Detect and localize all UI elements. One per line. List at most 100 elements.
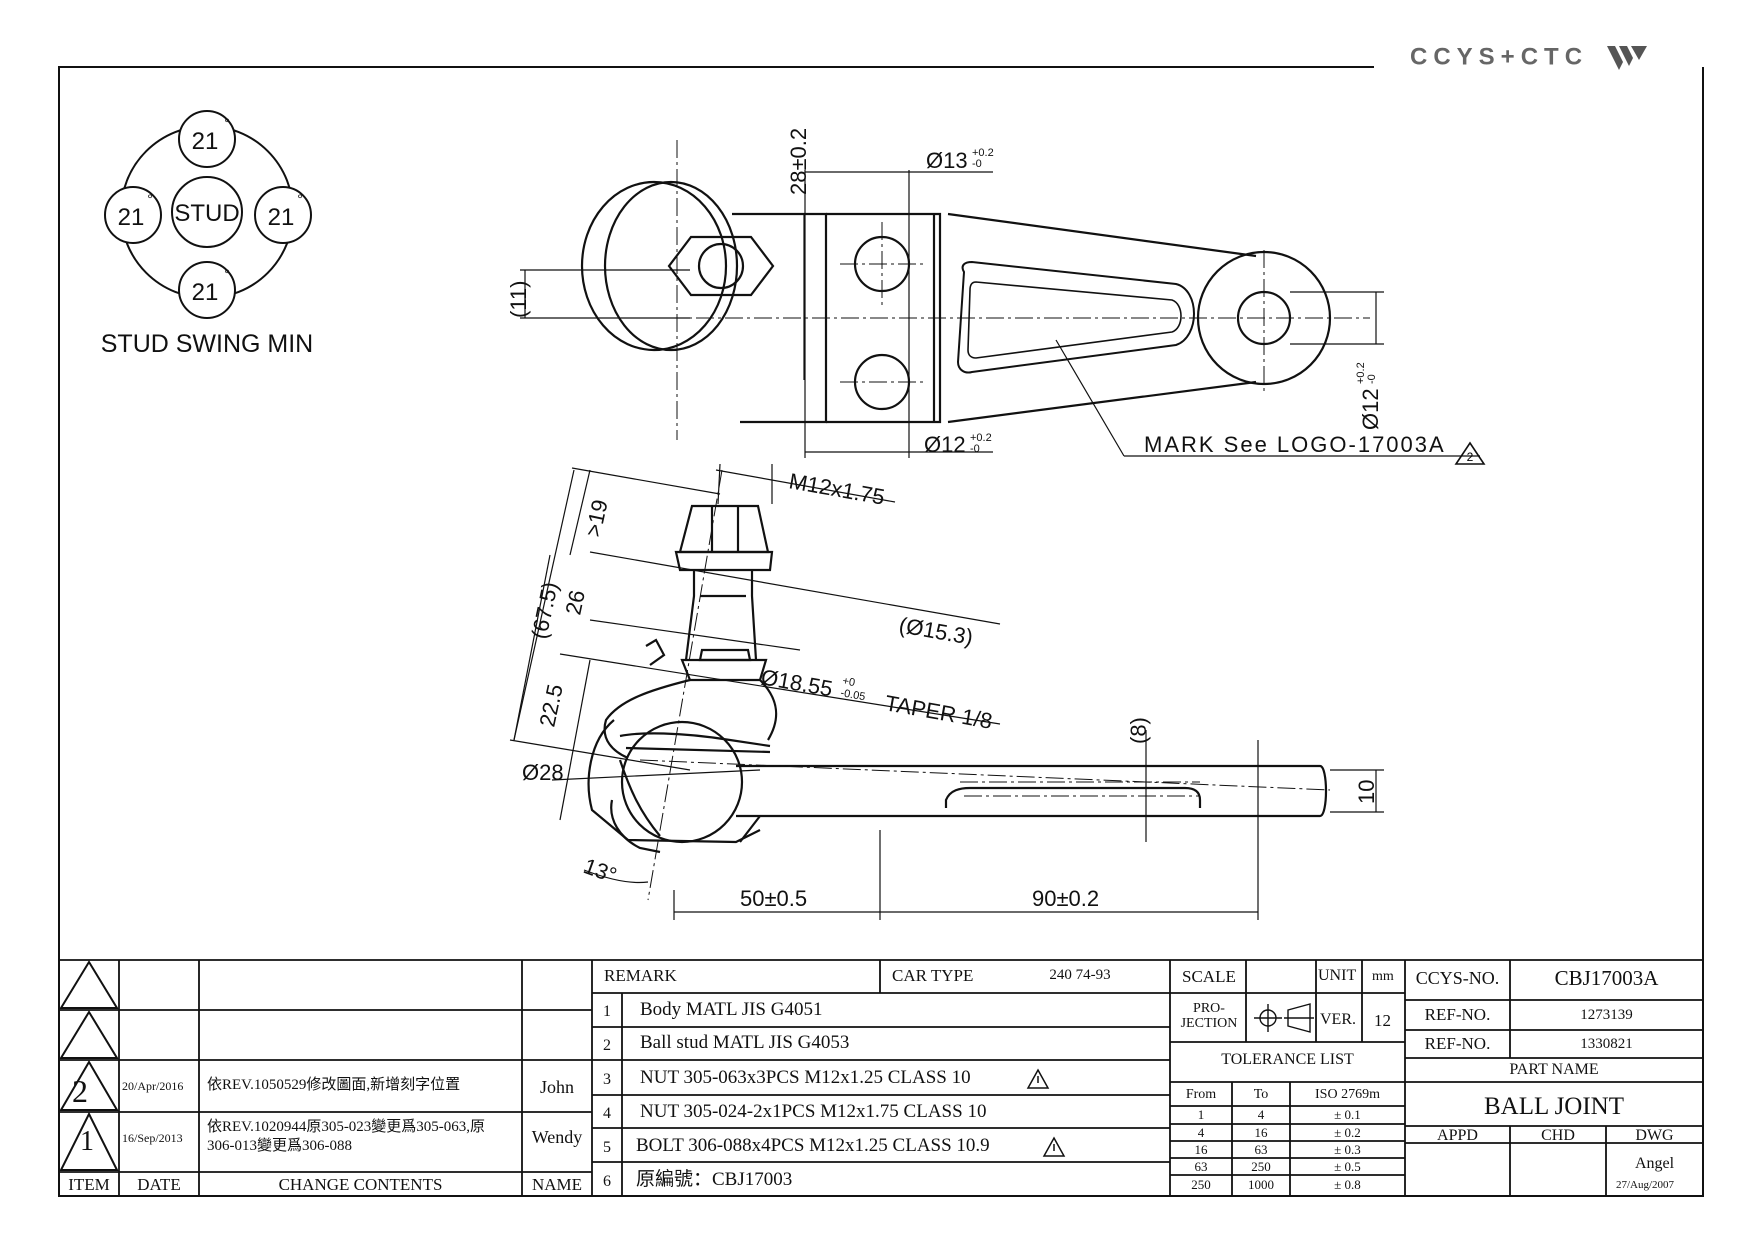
dim-11: (11) [506,281,531,319]
part-name: BALL JOINT [1483,1093,1625,1120]
header-name: NAME [531,1175,583,1194]
side-view [587,504,1328,854]
top-view-dim-lines [520,170,1480,458]
logo-mark-icon [1605,42,1649,74]
tol-row-4-to: 250 [1251,1159,1271,1174]
ccys-label: CCYS-NO. [1415,968,1500,988]
top-view [580,180,1332,424]
unit-value: mm [1372,969,1394,984]
tol-row-5-to: 1000 [1248,1177,1274,1192]
dim-28-ball: Ø28 [522,760,564,785]
remark-no-5: 5 [603,1139,611,1156]
tol-row-1-to: 4 [1257,1107,1265,1122]
remark-no-4: 4 [603,1105,611,1122]
dimension-labels: 28±0.2 Ø13 +0.2 -0 (11) Ø12 +0.2 -0 Ø12 … [506,128,1446,911]
dim-12b-tol-bot: -0 [1366,374,1378,384]
stud-swing-diagram [104,110,312,319]
dim-12b: Ø12 [1358,388,1383,430]
revision-mark-number: 2 [1467,450,1474,464]
stud-swing-title: STUD SWING MIN [101,330,314,358]
header-item: ITEM [68,1175,110,1194]
remark-no-2: 2 [603,1037,611,1054]
company-logo: CCYS+CTC [1410,42,1649,74]
dim-13-tol-top: +0.2 [972,147,994,159]
dim-50: 50±0.5 [740,886,807,911]
warning-icon [1042,1136,1066,1157]
ref-label-2: REF-NO. [1424,1034,1491,1053]
tol-row-3-tol: ± 0.3 [1334,1142,1361,1157]
unit-label: UNIT [1318,967,1357,984]
dim-13-tol-bot: -0 [972,158,982,170]
tol-row-5-tol: ± 0.8 [1334,1177,1361,1192]
dim-12a-tol-top: +0.2 [970,432,992,444]
appd-label: APPD [1437,1127,1478,1144]
tol-row-4-from: 63 [1194,1159,1208,1174]
tol-from-header: From [1185,1087,1217,1102]
revision-item-2: 2 [72,1073,88,1109]
dim-12a-tol-bot: -0 [970,443,980,455]
tol-row-1-tol: ± 0.1 [1334,1107,1361,1122]
swing-left-value: 21 [118,204,145,231]
revision-date-1: 16/Sep/2013 [122,1131,183,1145]
title-block-grid [59,959,1703,1196]
dim-28: 28±0.2 [786,128,811,195]
dim-taper-diameter: Ø18.55 [759,664,834,701]
part-name-label: PART NAME [1509,1061,1599,1078]
revision-name-2: John [539,1077,574,1097]
tol-row-4-tol: ± 0.5 [1334,1159,1361,1174]
dim-10: 10 [1354,780,1379,804]
ref-number-2: 1330821 [1580,1036,1633,1052]
tolerance-label: TOLERANCE LIST [1221,1051,1354,1068]
remark-no-6: 6 [603,1173,611,1190]
swing-top-degree: ° [224,115,230,131]
tol-row-5-from: 250 [1191,1177,1211,1192]
remark-text-4: NUT 305-024-2x1PCS M12x1.75 CLASS 10 [640,1101,987,1122]
header-change-contents: CHANGE CONTENTS [278,1175,443,1194]
swing-left-degree: ° [147,191,153,207]
top-view-centerlines [522,140,1370,440]
remark-text-6: 原編號：CBJ17003 [636,1169,793,1190]
dim-gt19: >19 [580,497,612,539]
tol-row-3-to: 63 [1254,1142,1268,1157]
dwg-label: DWG [1635,1127,1674,1144]
chd-label: CHD [1541,1127,1575,1144]
dim-26: 26 [560,588,590,617]
dim-taper-tol-top: +0 [841,675,855,689]
dim-taper: TAPER 1/8 [883,690,994,733]
swing-bottom-degree: ° [224,266,230,282]
revision-triangles [59,960,119,1171]
dim-67-5: (67.5) [526,580,562,641]
remark-text-3: NUT 305-063x3PCS M12x1.25 CLASS 10 [640,1067,971,1088]
tol-row-2-to: 16 [1254,1125,1268,1140]
logo-text: CCYS+CTC [1410,43,1589,71]
dim-13: Ø13 [926,148,968,173]
ccys-number: CBJ17003A [1554,966,1659,990]
swing-right-value: 21 [268,204,295,231]
tol-row-2-from: 4 [1197,1125,1205,1140]
remark-text-5: BOLT 306-088x4PCS M12x1.25 CLASS 10.9 [636,1135,990,1156]
mark-logo-note: MARK See LOGO-17003A [1144,432,1446,457]
dim-22-5: 22.5 [534,682,567,729]
revision-item-1: 1 [80,1126,94,1157]
remark-no-3: 3 [603,1071,611,1088]
drawn-date: 27/Aug/2007 [1616,1179,1675,1191]
dim-thread: M12x1.75 [787,468,886,509]
warning-icon [1026,1068,1050,1089]
car-type-value: 240 74-93 [1049,967,1111,983]
dim-8: (8) [1126,717,1151,744]
remark-text-2: Ball stud MATL JIS G4053 [640,1032,850,1053]
revision-name-1: Wendy [531,1127,583,1147]
dim-angle-13: 13° [580,853,620,888]
dim-taper-tol-bot: -0.05 [839,687,866,703]
header-date: DATE [137,1175,181,1194]
ver-value: 12 [1374,1011,1391,1030]
drawn-by: Angel [1634,1155,1675,1172]
warning-icons [1026,1068,1066,1157]
side-view-centerlines [639,469,1331,901]
tol-row-2-tol: ± 0.2 [1334,1125,1361,1140]
revision-content-2: 依REV.1050529修改圖面,新增刻字位置 [207,1077,461,1093]
revision-date-2: 20/Apr/2016 [122,1079,184,1093]
tol-row-1-from: 1 [1197,1107,1205,1122]
ref-number-1: 1273139 [1580,1007,1633,1023]
